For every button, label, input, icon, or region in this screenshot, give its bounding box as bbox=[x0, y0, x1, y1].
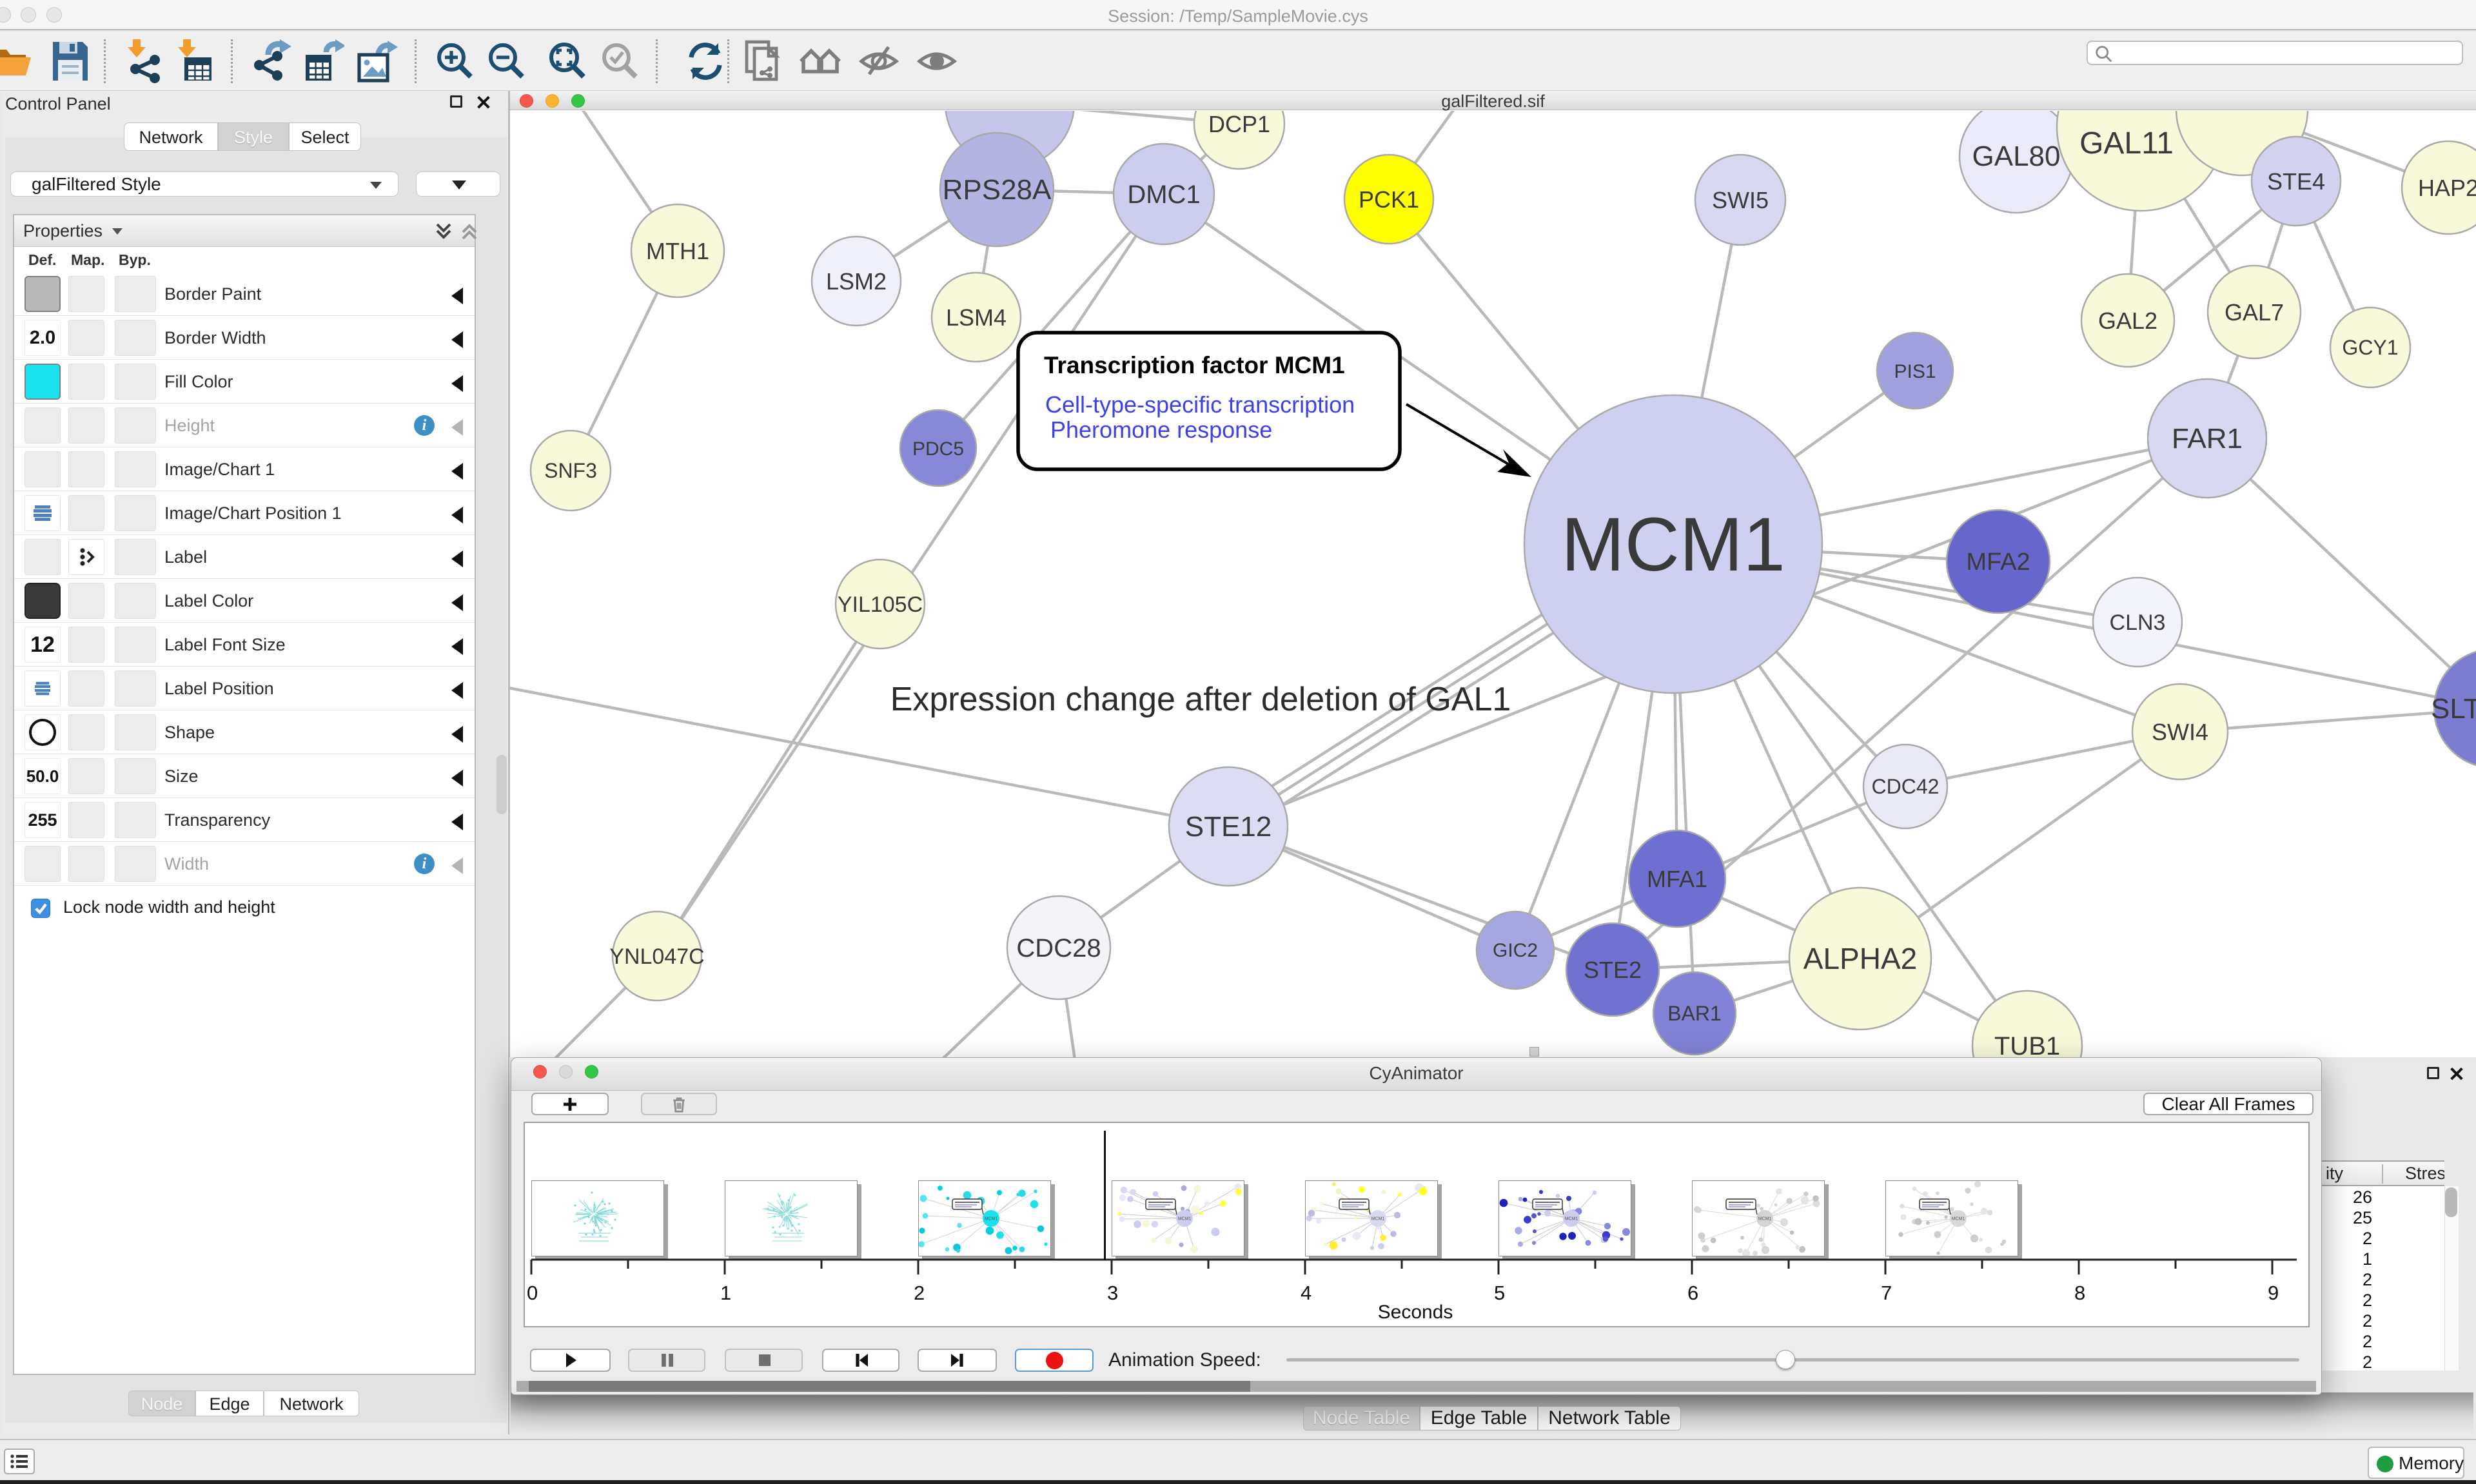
svg-text:YNL047C: YNL047C bbox=[609, 944, 704, 969]
svg-text:HAP2: HAP2 bbox=[2418, 175, 2476, 201]
svg-text:GAL2: GAL2 bbox=[2098, 308, 2157, 334]
svg-text:LSM2: LSM2 bbox=[826, 268, 887, 295]
svg-text:STE12: STE12 bbox=[1185, 811, 1272, 843]
svg-text:MCM1: MCM1 bbox=[1952, 1217, 1965, 1222]
svg-text:CLN3: CLN3 bbox=[2110, 610, 2166, 635]
svg-text:MFA2: MFA2 bbox=[1966, 549, 2030, 576]
svg-text:MCM1: MCM1 bbox=[1758, 1217, 1772, 1222]
svg-text:Transcription factor MCM1: Transcription factor MCM1 bbox=[1044, 352, 1345, 378]
svg-text:STE2: STE2 bbox=[1584, 957, 1642, 983]
svg-text:PIS1: PIS1 bbox=[1894, 361, 1936, 382]
svg-text:SWI4: SWI4 bbox=[2152, 719, 2208, 745]
svg-text:Cell-type-specific transcripti: Cell-type-specific transcription bbox=[1045, 391, 1355, 418]
svg-text:MCM1: MCM1 bbox=[1565, 1217, 1578, 1222]
svg-text:MTH1: MTH1 bbox=[646, 238, 709, 264]
svg-text:MCM1: MCM1 bbox=[1178, 1217, 1192, 1222]
svg-text:SNF3: SNF3 bbox=[544, 459, 597, 482]
svg-text:DCP1: DCP1 bbox=[1208, 111, 1270, 137]
svg-text:MCM1: MCM1 bbox=[1561, 502, 1785, 587]
svg-text:MFA1: MFA1 bbox=[1647, 866, 1707, 892]
svg-text:YIL105C: YIL105C bbox=[838, 592, 923, 617]
svg-text:TUB1: TUB1 bbox=[1994, 1032, 2060, 1057]
svg-text:CDC28: CDC28 bbox=[1016, 934, 1101, 962]
svg-text:MCM1: MCM1 bbox=[985, 1217, 998, 1222]
svg-text:PDC5: PDC5 bbox=[912, 438, 964, 460]
svg-text:GAL11: GAL11 bbox=[2079, 126, 2174, 161]
svg-text:GCY1: GCY1 bbox=[2342, 336, 2398, 359]
svg-text:Pheromone response: Pheromone response bbox=[1050, 416, 1272, 443]
svg-text:DMC1: DMC1 bbox=[1127, 181, 1200, 209]
svg-text:GAL80: GAL80 bbox=[1972, 141, 2061, 172]
svg-text:Expression change after deleti: Expression change after deletion of GAL1 bbox=[890, 681, 1511, 718]
svg-text:STE4: STE4 bbox=[2267, 168, 2325, 195]
svg-text:LSM4: LSM4 bbox=[946, 304, 1007, 331]
svg-text:CDC42: CDC42 bbox=[1872, 775, 1940, 798]
svg-text:ALPHA2: ALPHA2 bbox=[1803, 942, 1917, 975]
svg-text:FAR1: FAR1 bbox=[2172, 423, 2243, 454]
svg-text:RPS28A: RPS28A bbox=[943, 174, 1052, 206]
svg-text:SLT2: SLT2 bbox=[2431, 693, 2476, 725]
svg-text:GIC2: GIC2 bbox=[1493, 940, 1538, 961]
svg-text:BAR1: BAR1 bbox=[1667, 1002, 1722, 1025]
svg-text:SWI5: SWI5 bbox=[1712, 187, 1769, 213]
svg-text:MCM1: MCM1 bbox=[1371, 1217, 1385, 1222]
svg-text:GAL7: GAL7 bbox=[2225, 299, 2284, 326]
svg-text:PCK1: PCK1 bbox=[1359, 186, 1419, 213]
